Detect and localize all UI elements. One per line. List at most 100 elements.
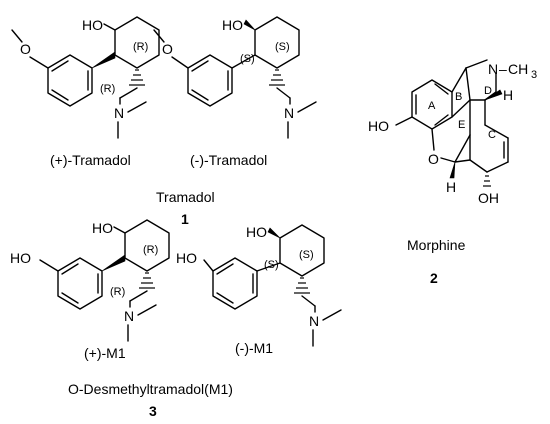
structure-minus-tramadol: O HO N (S) (S) <box>153 16 317 139</box>
hydroxy-bond <box>113 226 126 234</box>
stereo-c1: (R) <box>110 286 125 298</box>
wedge-h-bond <box>484 89 503 101</box>
methoxy-bond <box>29 56 49 69</box>
methoxy-bond <box>171 56 189 69</box>
stereo-c2: (S) <box>275 41 290 53</box>
ring-label-d: D <box>484 85 492 97</box>
aryl-bond <box>231 54 256 69</box>
furan-o-label: O <box>428 151 439 167</box>
wedge-bond <box>101 254 126 272</box>
caption-plus-tramadol: (+)-Tramadol <box>50 152 131 168</box>
methyl-bond <box>11 29 23 43</box>
n-label: N <box>124 308 134 324</box>
h-label-top: H <box>503 87 513 103</box>
phenol-hydroxy-label: HO <box>368 118 389 134</box>
compound-number-1: 1 <box>181 211 189 227</box>
hashed-oh-bond <box>483 175 491 187</box>
n-methyl-bond <box>322 309 342 321</box>
methoxy-o-label: O <box>162 41 173 57</box>
ch2-bond <box>301 295 316 307</box>
n-label: N <box>309 313 319 329</box>
ring-label-e: E <box>458 119 465 131</box>
hashed-bond <box>294 277 310 294</box>
bridge-bond <box>465 67 471 101</box>
caption-minus-m1: (-)-M1 <box>235 340 273 356</box>
n-methyl-bond <box>137 304 157 316</box>
stereo-c1: (S) <box>264 259 279 271</box>
phenol-hydroxy-label: HO <box>10 250 31 266</box>
dash-label: – <box>499 61 507 77</box>
structure-plus-m1: HO HO N (R) (R) <box>10 219 170 342</box>
stereo-c2: (R) <box>133 41 148 53</box>
aromatic-inner-bond <box>51 60 69 72</box>
bridge-bond <box>451 67 467 93</box>
compound-number-2: 2 <box>430 270 438 286</box>
benzene-ring <box>187 54 233 107</box>
aryl-bond <box>256 262 281 272</box>
ring-e-bond <box>454 134 471 163</box>
ch2-bond <box>276 87 291 99</box>
stereo-c1: (R) <box>100 83 115 95</box>
caption-tramadol: Tramadol <box>156 189 215 205</box>
wedge-bond <box>267 227 281 239</box>
n-label: N <box>114 105 124 121</box>
wedge-bond <box>243 19 256 31</box>
furan-bond <box>431 128 435 151</box>
hashed-bond <box>269 69 285 86</box>
ring-label-a: A <box>428 100 436 112</box>
aromatic-inner-bond <box>61 263 79 275</box>
structure-morphine: HO N – CH 3 H O H <box>368 59 537 206</box>
hydroxy-label: HO <box>246 224 267 240</box>
ch3-label: CH <box>508 61 528 77</box>
wedge-h-bond <box>449 161 456 179</box>
caption-morphine: Morphine <box>407 237 466 253</box>
alcohol-oh-label: OH <box>478 190 499 206</box>
aromatic-inner-bond <box>61 292 79 304</box>
benzene-ring <box>212 257 258 310</box>
hydroxy-label: HO <box>92 220 113 236</box>
aromatic-inner-bond <box>216 292 234 304</box>
h-label-bottom: H <box>446 179 456 195</box>
aromatic-inner-bond <box>434 83 449 95</box>
ch2-bond <box>119 87 138 99</box>
n-label: N <box>488 61 498 77</box>
caption-plus-m1: (+)-M1 <box>84 345 126 361</box>
furan-bond <box>440 157 456 163</box>
hydroxy-bond <box>395 116 413 126</box>
aromatic-inner-bond <box>51 89 69 101</box>
phenol-bond <box>39 259 59 272</box>
compound-number-3: 3 <box>149 403 157 419</box>
ring-c-bond <box>484 124 509 139</box>
ring-b-bond <box>451 99 471 118</box>
caption-minus-tramadol: (-)-Tramadol <box>190 152 267 168</box>
stereo-c2: (R) <box>143 244 158 256</box>
benzene-ring <box>47 54 93 107</box>
ring-label-b: B <box>455 91 462 103</box>
wedge-bond <box>91 51 116 69</box>
ring-c-bond <box>469 159 488 173</box>
aromatic-inner-bond <box>434 114 449 126</box>
hydroxy-label: HO <box>82 17 103 33</box>
ch2-bond <box>129 290 148 302</box>
hashed-bond <box>139 272 155 289</box>
hydroxy-bond <box>103 23 116 31</box>
aromatic-inner-bond <box>191 60 209 72</box>
phenol-bond <box>203 259 214 272</box>
stereo-c1: (S) <box>240 53 255 65</box>
n-methyl-bond <box>127 101 147 113</box>
n-label: N <box>284 105 294 121</box>
ring-c-bond <box>486 161 509 173</box>
stereo-c2: (S) <box>299 249 314 261</box>
methoxy-o-label: O <box>20 41 31 57</box>
bridge-bond <box>465 59 488 69</box>
caption-desmethyltramadol: O-Desmethyltramadol(M1) <box>68 381 233 397</box>
phenol-hydroxy-label: HO <box>176 250 197 266</box>
furan-bond <box>454 159 471 163</box>
benzene-ring <box>57 257 103 310</box>
ch3-subscript: 3 <box>531 69 537 81</box>
hashed-bond <box>129 69 145 86</box>
methyl-bond <box>153 29 165 43</box>
hydroxy-label: HO <box>222 17 243 33</box>
